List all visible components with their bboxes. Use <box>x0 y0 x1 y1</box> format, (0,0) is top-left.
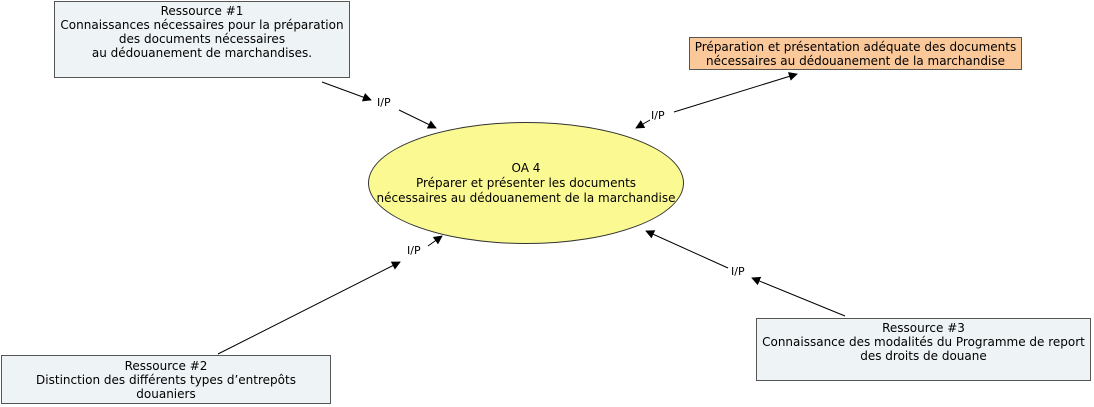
resource-2-line1: Distinction des différents types d’entre… <box>36 373 296 401</box>
arrow-res1-seg1 <box>321 81 372 102</box>
center-line1: Préparer et présenter les documents <box>415 175 637 190</box>
resource-2-box: Ressource #2 Distinction des différents … <box>1 355 331 404</box>
resource-1-line1: Connaissances nécessaires pour la prépar… <box>60 18 344 32</box>
ip-label-resource-2: I/P <box>407 244 421 257</box>
ip-label-resource-3: I/P <box>731 265 745 278</box>
output-line2: nécessaires au dédouanement de la marcha… <box>706 54 1005 68</box>
output-line1: Préparation et présentation adéquate des… <box>694 40 1017 54</box>
output-box: Préparation et présentation adéquate des… <box>689 37 1022 70</box>
resource-3-line2: des droits de douane <box>860 349 987 363</box>
ip-label-output: I/P <box>651 109 665 122</box>
arrow-res3-seg2 <box>645 230 729 269</box>
resource-1-line3: au dédouanement de marchandises. <box>91 46 313 60</box>
arrow-out-seg2 <box>673 72 798 113</box>
resource-1-box: Ressource #1 Connaissances nécessaires p… <box>54 1 350 78</box>
resource-3-line1: Connaissance des modalités du Programme … <box>762 335 1085 349</box>
center-title: OA 4 <box>511 160 541 175</box>
arrow-res3-seg1 <box>751 276 846 317</box>
arrow-res1-seg2 <box>398 109 437 129</box>
arrow-res2-seg2 <box>427 235 443 247</box>
resource-1-title: Ressource #1 <box>160 4 244 18</box>
resource-3-box: Ressource #3 Connaissance des modalités … <box>756 318 1091 381</box>
ip-label-resource-1: I/P <box>377 96 391 109</box>
arrow-out-seg1 <box>635 119 651 129</box>
arrow-res2-seg1 <box>217 261 401 355</box>
center-objective-ellipse: OA 4 Préparer et présenter les documents… <box>368 122 684 244</box>
resource-2-title: Ressource #2 <box>124 359 208 373</box>
resource-3-title: Ressource #3 <box>882 321 965 335</box>
resource-1-line2: des documents nécessaires <box>118 32 286 46</box>
center-line2: nécessaires au dédouanement de la marcha… <box>376 190 676 205</box>
